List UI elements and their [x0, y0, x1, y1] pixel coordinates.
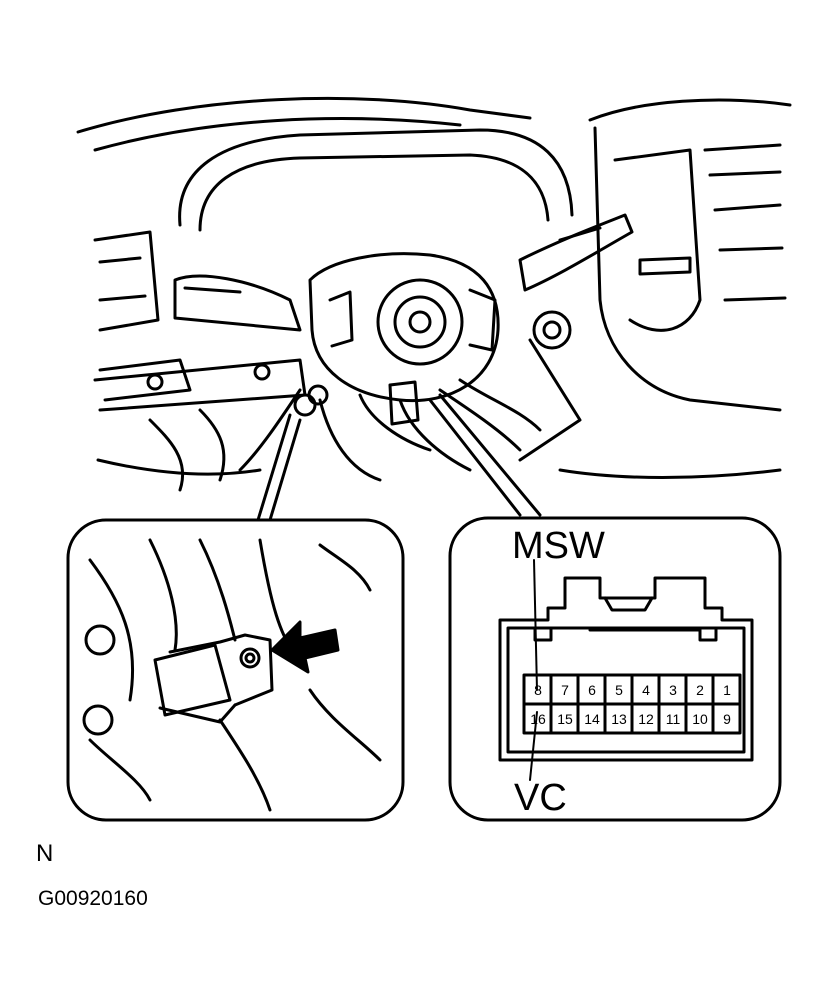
pin-12: 12 [638, 711, 654, 727]
instrument-cluster-hood [178, 128, 574, 232]
arrow-icon [270, 620, 340, 674]
pin-16: 16 [530, 711, 546, 727]
view-code: N [36, 840, 54, 867]
wire-harness [148, 378, 542, 492]
pin-3: 3 [669, 682, 677, 698]
pin-10: 10 [692, 711, 708, 727]
connector-pin-numbers: 8 7 6 5 4 3 2 1 16 15 14 13 12 11 10 9 [530, 682, 731, 727]
pin-4: 4 [642, 682, 650, 698]
pin-6: 6 [588, 682, 596, 698]
pin-8: 8 [534, 682, 542, 698]
leader-lines [213, 393, 542, 522]
vc-label: VC [514, 777, 567, 819]
connector-face-inset [448, 516, 782, 822]
pin-11: 11 [666, 711, 681, 727]
pin-5: 5 [615, 682, 623, 698]
steering-column [93, 213, 634, 462]
pin-7: 7 [561, 682, 569, 698]
pin-1: 1 [723, 682, 731, 698]
pin-2: 2 [696, 682, 704, 698]
msw-label: MSW [512, 525, 605, 567]
pin-15: 15 [557, 711, 573, 727]
figure-id: G00920160 [38, 887, 148, 910]
connector-location-inset [66, 518, 405, 822]
pin-9: 9 [723, 711, 731, 727]
pin-14: 14 [584, 711, 600, 727]
pin-13: 13 [611, 711, 627, 727]
dashboard-outline [76, 96, 792, 479]
